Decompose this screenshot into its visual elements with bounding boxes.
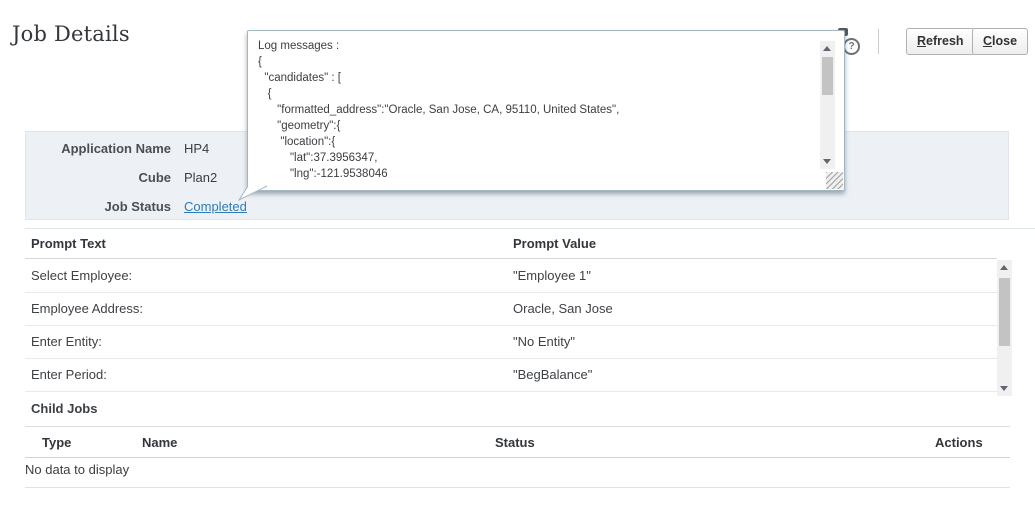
summary-row-job-status: Job Status Completed: [26, 192, 1008, 221]
job-status-link[interactable]: Completed: [184, 199, 247, 214]
job-status-label: Job Status: [104, 199, 171, 214]
divider: [25, 228, 1035, 229]
divider: [25, 457, 1010, 458]
child-jobs-title: Child Jobs: [31, 401, 98, 416]
cube-value: Plan2: [184, 170, 218, 185]
scroll-down-icon[interactable]: [1000, 386, 1008, 391]
status-header: Status: [495, 435, 535, 450]
divider: [25, 325, 997, 326]
prompt-text-cell: Enter Entity:: [31, 334, 102, 349]
prompt-value-header: Prompt Value: [513, 236, 597, 251]
scroll-up-icon[interactable]: [823, 46, 831, 51]
resize-grip-icon[interactable]: [826, 172, 843, 189]
scroll-up-icon[interactable]: [1000, 265, 1008, 270]
divider: [25, 391, 997, 392]
prompt-value-cell: "BegBalance": [513, 367, 593, 382]
name-header: Name: [142, 435, 178, 450]
scroll-down-icon[interactable]: [823, 159, 831, 164]
prompt-value-cell: Oracle, San Jose: [513, 301, 613, 316]
empty-table-message: No data to display: [25, 462, 130, 477]
application-name-label: Application Name: [61, 141, 171, 156]
toolbar-divider: [878, 29, 879, 54]
prompts-scrollbar[interactable]: [997, 260, 1012, 396]
prompt-text-cell: Employee Address:: [31, 301, 144, 316]
prompt-text-cell: Enter Period:: [31, 367, 107, 382]
cube-label: Cube: [138, 170, 172, 185]
prompt-value-cell: "No Entity": [513, 334, 575, 349]
popup-callout-arrow: [237, 185, 268, 202]
divider: [25, 292, 997, 293]
page-title: Job Details: [12, 22, 130, 46]
actions-header: Actions: [935, 435, 983, 450]
divider: [25, 426, 1010, 427]
summary-row-application: Application Name HP4: [26, 134, 1008, 163]
type-header: Type: [42, 435, 72, 450]
prompt-text-cell: Select Employee:: [31, 268, 133, 283]
divider: [25, 358, 997, 359]
prompt-text-header: Prompt Text: [31, 236, 106, 251]
popup-scrollbar[interactable]: [820, 41, 835, 169]
prompt-value-cell: "Employee 1": [513, 268, 591, 283]
scrollbar-thumb[interactable]: [999, 278, 1010, 346]
divider: [25, 258, 997, 259]
divider: [25, 487, 1010, 488]
close-button[interactable]: Close: [972, 28, 1029, 55]
refresh-button[interactable]: Refresh: [906, 28, 975, 55]
log-messages-text: Log messages : { "candidates" : [ { "for…: [258, 40, 620, 180]
help-icon[interactable]: ?: [843, 38, 860, 55]
log-messages-popup: Log messages : { "candidates" : [ { "for…: [247, 30, 845, 191]
application-name-value: HP4: [184, 141, 210, 156]
scrollbar-thumb[interactable]: [822, 57, 833, 95]
summary-row-cube: Cube Plan2: [26, 163, 1008, 192]
